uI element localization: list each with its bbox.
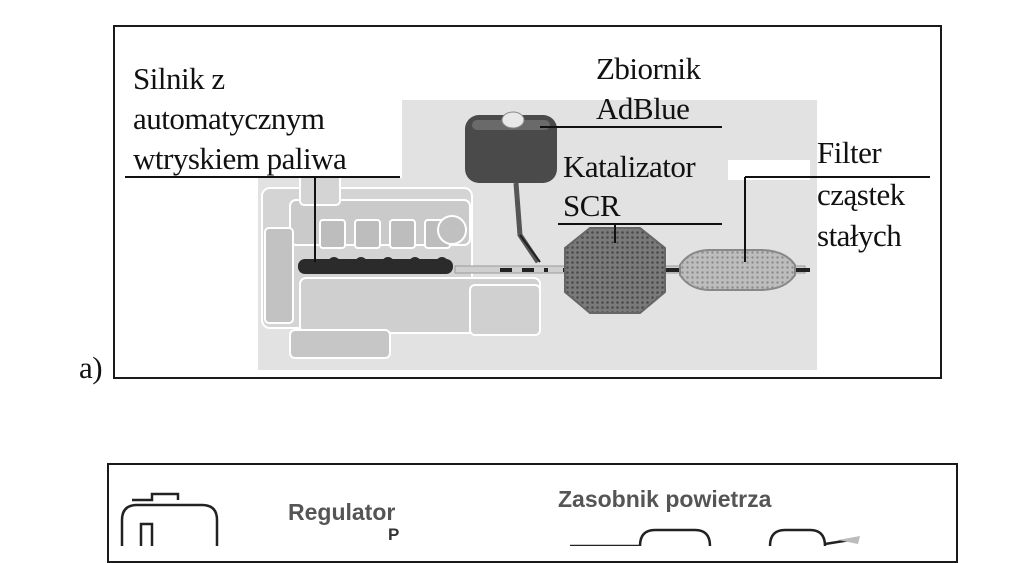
air-reservoir-label: Zasobnik powietrza [558, 486, 772, 512]
engine-label-line-2: automatycznym [133, 101, 325, 136]
filter-label-line-1: Filter [817, 135, 882, 170]
regulator-label: Regulator [288, 499, 396, 525]
adblue-tank [465, 111, 557, 264]
filter-label-line-2: cząstek [817, 177, 905, 212]
regulator-symbol: P [388, 525, 400, 544]
particulate-filter [679, 249, 796, 291]
tank-label-line-1: Zbiornik [596, 51, 701, 86]
fuel-rail [298, 257, 453, 274]
leader-lines [125, 126, 930, 262]
panel-a-letter: a) [79, 350, 103, 385]
panel-b-illustration [120, 492, 851, 546]
catalyst-label-line-1: Katalizator [563, 149, 696, 184]
scr-catalyst [564, 227, 666, 314]
panel-b-arrow-icon [838, 536, 860, 544]
tank-label-line-2: AdBlue [596, 91, 690, 126]
engine-label-line-1: Silnik z [133, 61, 225, 96]
engine-label-line-3: wtryskiem paliwa [133, 141, 347, 176]
catalyst-label-line-2: SCR [563, 188, 621, 223]
engine-illustration [261, 174, 541, 359]
filter-label-line-3: stałych [817, 218, 902, 253]
diagram-drawing [120, 100, 930, 546]
